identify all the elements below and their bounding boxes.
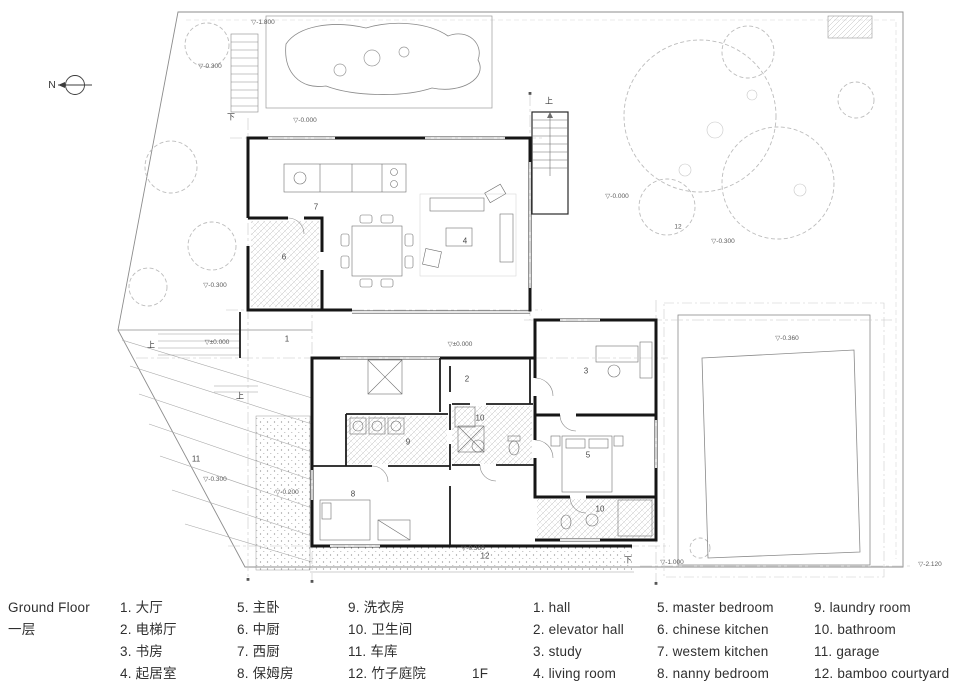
- legend-zh-col-1: 1. 大厅 2. 电梯厅 3. 书房 4. 起居室: [120, 597, 177, 684]
- glazing: [268, 136, 658, 548]
- room-number-study: 3: [583, 366, 589, 376]
- room-number-laundry: 9: [405, 437, 411, 447]
- grid-end-markers: [246, 92, 658, 585]
- legend-item: 1. 大厅: [120, 600, 164, 615]
- stair-up-label: 上: [545, 96, 553, 106]
- elevation-marker: ▽-0.300: [711, 238, 735, 245]
- legend-item: 6. chinese kitchen: [657, 622, 769, 637]
- exterior-stair-ladder: [230, 33, 259, 113]
- legend-item: 11. 车库: [348, 644, 398, 659]
- legend-item: 8. nanny bedroom: [657, 666, 770, 681]
- legend-item: 10. 卫生间: [348, 622, 413, 637]
- legend-item: 3. study: [533, 644, 582, 659]
- stair-down-label: 下: [624, 555, 632, 565]
- legend-item: 3. 书房: [120, 644, 164, 659]
- room-number-bathroom-1: 10: [475, 413, 485, 423]
- legend-title-en: Ground Floor: [8, 600, 90, 615]
- interior-stair: [531, 111, 569, 215]
- room-number-garage: 11: [191, 454, 201, 464]
- room-number-nanny-bedroom: 8: [350, 489, 356, 499]
- partitions: [239, 312, 535, 546]
- legend-item: 5. 主卧: [237, 600, 281, 615]
- room-number-master-bedroom: 5: [585, 450, 591, 460]
- elevation-marker: ▽-0.000: [605, 193, 629, 200]
- legend-floor-label: 1F: [472, 666, 489, 681]
- room-number-elevator-hall: 2: [464, 374, 470, 384]
- legend-title-zh: 一层: [8, 622, 36, 637]
- courtyard-note: 12: [674, 223, 682, 231]
- elevation-marker: ▽-0.300: [198, 63, 222, 70]
- legend-item: 11. garage: [814, 644, 880, 659]
- stair-down-label: 下: [227, 112, 235, 122]
- elevation-marker: ▽-0.360: [775, 335, 799, 342]
- legend-item: 7. westem kitchen: [657, 644, 769, 659]
- equipment-pad: [827, 15, 873, 39]
- legend-zh-col-3: 9. 洗衣房 10. 卫生间 11. 车库 12. 竹子庭院: [348, 597, 426, 684]
- legend-item: 6. 中厨: [237, 622, 281, 637]
- elevation-marker: ▽-0.360: [461, 545, 485, 552]
- garage-ramp-lines: [121, 339, 313, 563]
- room-number-chinese-kitchen: 6: [281, 252, 287, 262]
- gravel-strip-west: [255, 415, 311, 571]
- legend-item: 5. master bedroom: [657, 600, 774, 615]
- legend-item: 7. 西厨: [237, 644, 281, 659]
- room-number-western-kitchen: 7: [313, 202, 319, 212]
- legend-item: 8. 保姆房: [237, 666, 294, 681]
- legend-zh-col-2: 5. 主卧 6. 中厨 7. 西厨 8. 保姆房: [237, 597, 294, 684]
- bamboo-courtyard-strip: [312, 547, 632, 571]
- legend-en-col-2: 5. master bedroom 6. chinese kitchen 7. …: [657, 597, 774, 684]
- room-number-hall: 1: [284, 334, 290, 344]
- legend-item: 10. bathroom: [814, 622, 896, 637]
- elevation-marker: ▽±0.000: [447, 341, 473, 348]
- pool: [265, 15, 493, 109]
- north-label: N: [48, 79, 56, 91]
- legend-item: 2. 电梯厅: [120, 622, 177, 637]
- room-number-bamboo-courtyard: 12: [480, 551, 490, 561]
- door-swings: [287, 217, 587, 514]
- elevation-marker: ▽-1.800: [251, 19, 275, 26]
- legend-title: Ground Floor 一层: [8, 597, 90, 641]
- elevation-marker: ▽-2.120: [918, 561, 942, 568]
- tiled-floors: [251, 221, 654, 538]
- legend-item: 12. bamboo courtyard: [814, 666, 950, 681]
- site-boundary: [117, 11, 904, 568]
- elevation-marker: ▽-0.300: [203, 476, 227, 483]
- elevation-marker: ▽-0.200: [275, 489, 299, 496]
- legend-item: 12. 竹子庭院: [348, 666, 427, 681]
- legend-item: 9. laundry room: [814, 600, 911, 615]
- legend-item: 4. living room: [533, 666, 617, 681]
- trees: [128, 22, 875, 559]
- legend-item: 2. elevator hall: [533, 622, 625, 637]
- entrance-steps: [158, 333, 258, 393]
- legend-en-col-3: 9. laundry room 10. bathroom 11. garage …: [814, 597, 949, 684]
- north-arrow: [58, 75, 92, 95]
- legend-item: 4. 起居室: [120, 666, 177, 681]
- elevation-marker: ▽-0.000: [293, 117, 317, 124]
- legend-item: 9. 洗衣房: [348, 600, 405, 615]
- stair-up-label: 上: [236, 391, 244, 401]
- elevation-marker: ▽±0.000: [204, 339, 230, 346]
- tree-details: [678, 89, 807, 197]
- room-number-bathroom-2: 10: [595, 504, 605, 514]
- stair-up-label: 上: [147, 340, 155, 350]
- elevation-marker: ▽-1.000: [660, 559, 684, 566]
- floor-plan-drawing: [58, 11, 912, 585]
- legend-en-col-1: 1. hall 2. elevator hall 3. study 4. liv…: [533, 597, 624, 684]
- room-number-living-room: 4: [462, 236, 468, 246]
- right-courtyard: [677, 314, 871, 566]
- walls: [246, 136, 658, 548]
- elevation-marker: ▽-0.300: [203, 282, 227, 289]
- furniture: [283, 163, 653, 541]
- legend-item: 1. hall: [533, 600, 571, 615]
